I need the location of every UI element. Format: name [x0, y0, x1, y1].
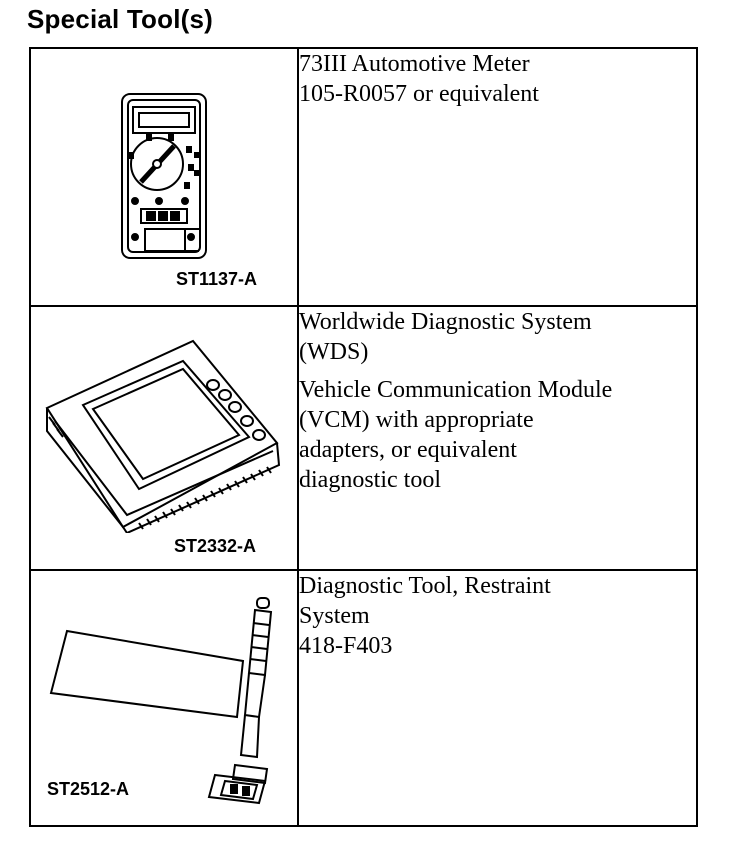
diagnostic-device-icon: [45, 339, 281, 533]
description-line: diagnostic tool: [299, 467, 441, 493]
description-line: 73III Automotive Meter: [299, 51, 530, 77]
table-row: ST2332-A Worldwide Diagnostic System (WD…: [29, 305, 698, 571]
tool-image-cell: ST1137-A: [29, 47, 299, 307]
tool-reference-code: ST2332-A: [174, 536, 257, 556]
description-line: adapters, or equivalent: [299, 437, 517, 463]
description-line: System: [299, 603, 370, 629]
multimeter-icon: [121, 93, 207, 259]
tool-reference-code: ST1137-A: [176, 269, 258, 289]
tool-description: 73III Automotive Meter 105-R0057 or equi…: [299, 49, 696, 109]
tool-description-cell: Worldwide Diagnostic System (WDS) Vehicl…: [297, 305, 698, 571]
table-row: ST1137-A 73III Automotive Meter 105-R005…: [29, 47, 698, 307]
tool-image-cell: ST2332-A: [29, 305, 299, 571]
table-row: ST2512-A Diagnostic Tool, Restraint Syst…: [29, 569, 698, 827]
special-tools-table: ST1137-A 73III Automotive Meter 105-R005…: [29, 47, 698, 827]
page-title: Special Tool(s): [27, 4, 213, 34]
description-line: 418-F403: [299, 633, 393, 659]
tool-description-cell: Diagnostic Tool, Restraint System 418-F4…: [297, 569, 698, 827]
description-line: (VCM) with appropriate: [299, 407, 534, 433]
tool-reference-code: ST2512-A: [47, 779, 130, 799]
tool-description-cell: 73III Automotive Meter 105-R0057 or equi…: [297, 47, 698, 307]
description-line: Vehicle Communication Module: [299, 377, 613, 403]
tool-description: Worldwide Diagnostic System (WDS) Vehicl…: [299, 307, 696, 495]
description-line: (WDS): [299, 339, 369, 365]
tool-description: Diagnostic Tool, Restraint System 418-F4…: [299, 571, 696, 661]
description-line: 105-R0057 or equivalent: [299, 81, 539, 107]
tool-image-cell: ST2512-A: [29, 569, 299, 827]
description-line: Worldwide Diagnostic System: [299, 309, 592, 335]
restraint-diagnostic-tool-icon: [49, 597, 273, 805]
description-line: Diagnostic Tool, Restraint: [299, 573, 551, 599]
